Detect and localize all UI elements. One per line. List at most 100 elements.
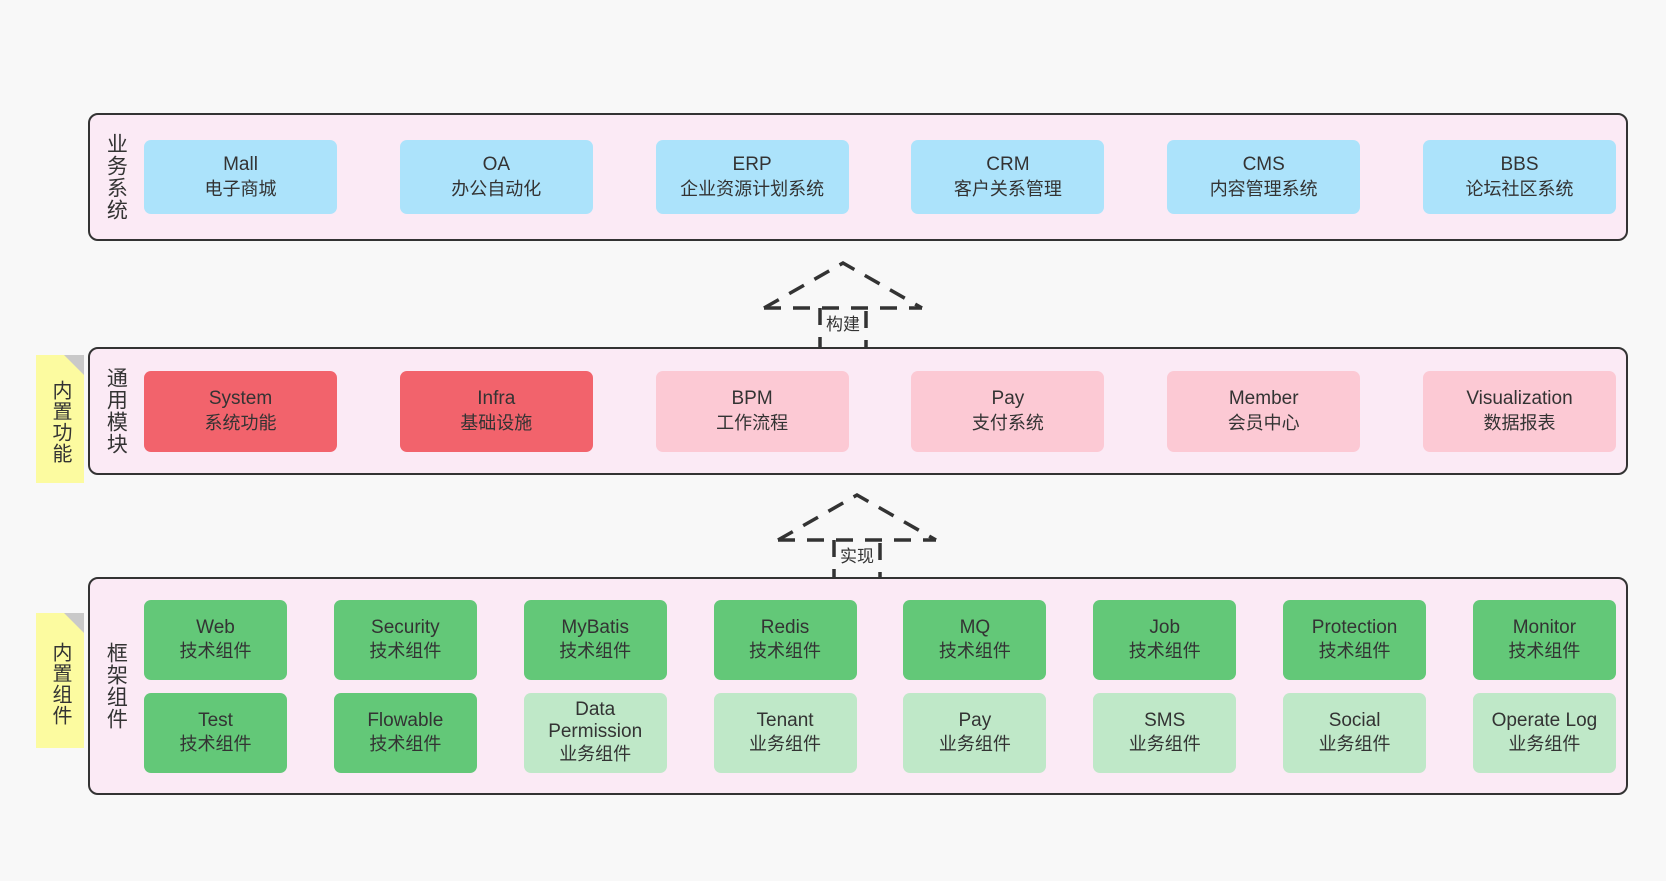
card-member-en: Member (1228, 388, 1299, 410)
card-system[interactable]: System 系统功能 (144, 370, 337, 452)
card-flowable[interactable]: Flowable 技术组件 (333, 692, 477, 773)
card-monitor[interactable]: Monitor 技术组件 (1472, 599, 1616, 680)
card-tenant[interactable]: Tenant 业务组件 (713, 692, 857, 773)
card-job[interactable]: Job 技术组件 (1093, 599, 1237, 680)
card-oa[interactable]: OA 办公自动化 (399, 140, 593, 214)
layer-common-modules: 通用模块 System 系统功能 Infra 基础设施 BPM 工作流程 Pay… (88, 347, 1628, 475)
card-crm[interactable]: CRM 客户关系管理 (911, 140, 1105, 214)
card-web-cn: 技术组件 (179, 641, 252, 662)
card-mybatis[interactable]: MyBatis 技术组件 (523, 599, 667, 680)
layer-framework-components: 框架组件 Web 技术组件 Security 技术组件 MyBatis 技术组件… (88, 577, 1628, 795)
card-visualization[interactable]: Visualization 数据报表 (1422, 370, 1616, 452)
card-security-en: Security (371, 616, 440, 638)
card-sms-cn: 业务组件 (1128, 734, 1201, 755)
card-redis-en: Redis (760, 616, 810, 638)
sticky-note-builtin-features: 内置功能 (36, 355, 84, 483)
layer-common-title: 通用模块 (104, 367, 128, 455)
card-redis[interactable]: Redis 技术组件 (713, 599, 857, 680)
card-operate-log-en: Operate Log (1491, 709, 1598, 731)
card-cms-cn: 内容管理系统 (1209, 178, 1318, 199)
card-mall[interactable]: Mall 电子商城 (144, 140, 337, 214)
card-flowable-cn: 技术组件 (369, 734, 442, 755)
card-sms-en: SMS (1144, 709, 1186, 731)
card-system-cn: 系统功能 (204, 412, 277, 433)
arrow-build-label: 构建 (826, 315, 860, 334)
card-test-cn: 技术组件 (179, 734, 252, 755)
card-mq-cn: 技术组件 (938, 641, 1011, 662)
card-pay-component-en: Pay (958, 709, 992, 731)
card-test-en: Test (198, 709, 233, 731)
card-oa-cn: 办公自动化 (451, 178, 542, 199)
card-redis-cn: 技术组件 (749, 641, 822, 662)
card-infra-cn: 基础设施 (460, 412, 533, 433)
card-mybatis-cn: 技术组件 (559, 641, 632, 662)
card-crm-cn: 客户关系管理 (953, 178, 1062, 199)
layer-framework-cards: Web 技术组件 Security 技术组件 MyBatis 技术组件 Redi… (140, 579, 1626, 793)
card-cms-en: CMS (1242, 154, 1285, 176)
card-mall-cn: 电子商城 (204, 178, 277, 199)
card-pay-module-cn: 支付系统 (971, 412, 1044, 433)
card-job-en: Job (1149, 616, 1181, 638)
layer-business-systems: 业务系统 Mall 电子商城 OA 办公自动化 ERP 企业资源计划系统 CRM… (88, 113, 1628, 241)
card-flowable-en: Flowable (367, 709, 444, 731)
card-web[interactable]: Web 技术组件 (144, 599, 287, 680)
card-mall-en: Mall (223, 154, 258, 176)
card-protection-cn: 技术组件 (1318, 641, 1391, 662)
card-test[interactable]: Test 技术组件 (144, 692, 287, 773)
card-social-en: Social (1328, 709, 1381, 731)
card-pay-module[interactable]: Pay 支付系统 (911, 370, 1105, 452)
card-cms[interactable]: CMS 内容管理系统 (1167, 140, 1361, 214)
card-crm-en: CRM (986, 154, 1030, 176)
card-mq-en: MQ (959, 616, 991, 638)
card-bpm-en: BPM (731, 388, 773, 410)
sticky-note-builtin-features-label: 内置功能 (49, 380, 71, 464)
card-operate-log-cn: 业务组件 (1508, 734, 1581, 755)
card-job-cn: 技术组件 (1128, 641, 1201, 662)
layer-business-title: 业务系统 (104, 133, 128, 221)
card-security[interactable]: Security 技术组件 (333, 599, 477, 680)
card-pay-module-en: Pay (991, 388, 1025, 410)
card-infra[interactable]: Infra 基础设施 (399, 370, 593, 452)
sticky-note-builtin-components: 内置组件 (36, 613, 84, 748)
card-visualization-en: Visualization (1466, 388, 1573, 410)
card-system-en: System (208, 388, 273, 410)
card-erp-en: ERP (732, 154, 772, 176)
card-bbs-en: BBS (1500, 154, 1539, 176)
sticky-note-builtin-components-label: 内置组件 (49, 641, 71, 726)
card-bpm[interactable]: BPM 工作流程 (655, 370, 849, 452)
card-erp-cn: 企业资源计划系统 (680, 178, 825, 199)
card-data-permission[interactable]: Data Permission 业务组件 (523, 692, 667, 773)
card-bbs[interactable]: BBS 论坛社区系统 (1422, 140, 1616, 214)
card-member-cn: 会员中心 (1227, 412, 1300, 433)
sticky-fold-corner-icon (64, 613, 84, 633)
layer-framework-title: 框架组件 (104, 642, 128, 730)
layer-common-cards: System 系统功能 Infra 基础设施 BPM 工作流程 Pay 支付系统… (140, 349, 1626, 473)
card-protection-en: Protection (1311, 616, 1398, 638)
arrow-implement-label: 实现 (840, 547, 874, 566)
card-pay-component-cn: 业务组件 (938, 734, 1011, 755)
card-member[interactable]: Member 会员中心 (1167, 370, 1361, 452)
card-mybatis-en: MyBatis (561, 616, 629, 638)
card-pay-component[interactable]: Pay 业务组件 (903, 692, 1047, 773)
card-monitor-cn: 技术组件 (1508, 641, 1581, 662)
card-erp[interactable]: ERP 企业资源计划系统 (655, 140, 849, 214)
card-tenant-en: Tenant (756, 709, 814, 731)
sticky-fold-corner-icon (64, 355, 84, 375)
card-tenant-cn: 业务组件 (749, 734, 822, 755)
card-social[interactable]: Social 业务组件 (1283, 692, 1427, 773)
card-social-cn: 业务组件 (1318, 734, 1391, 755)
card-data-permission-en: Data Permission (548, 698, 643, 742)
card-sms[interactable]: SMS 业务组件 (1093, 692, 1237, 773)
card-operate-log[interactable]: Operate Log 业务组件 (1472, 692, 1616, 773)
framework-row-business: Test 技术组件 Flowable 技术组件 Data Permission … (144, 692, 1616, 773)
card-infra-en: Infra (477, 388, 516, 410)
layer-business-cards: Mall 电子商城 OA 办公自动化 ERP 企业资源计划系统 CRM 客户关系… (140, 115, 1626, 239)
card-protection[interactable]: Protection 技术组件 (1283, 599, 1427, 680)
card-security-cn: 技术组件 (369, 641, 442, 662)
card-bbs-cn: 论坛社区系统 (1465, 178, 1574, 199)
card-oa-en: OA (482, 154, 511, 176)
card-mq[interactable]: MQ 技术组件 (903, 599, 1047, 680)
card-monitor-en: Monitor (1512, 616, 1577, 638)
card-bpm-cn: 工作流程 (716, 412, 789, 433)
